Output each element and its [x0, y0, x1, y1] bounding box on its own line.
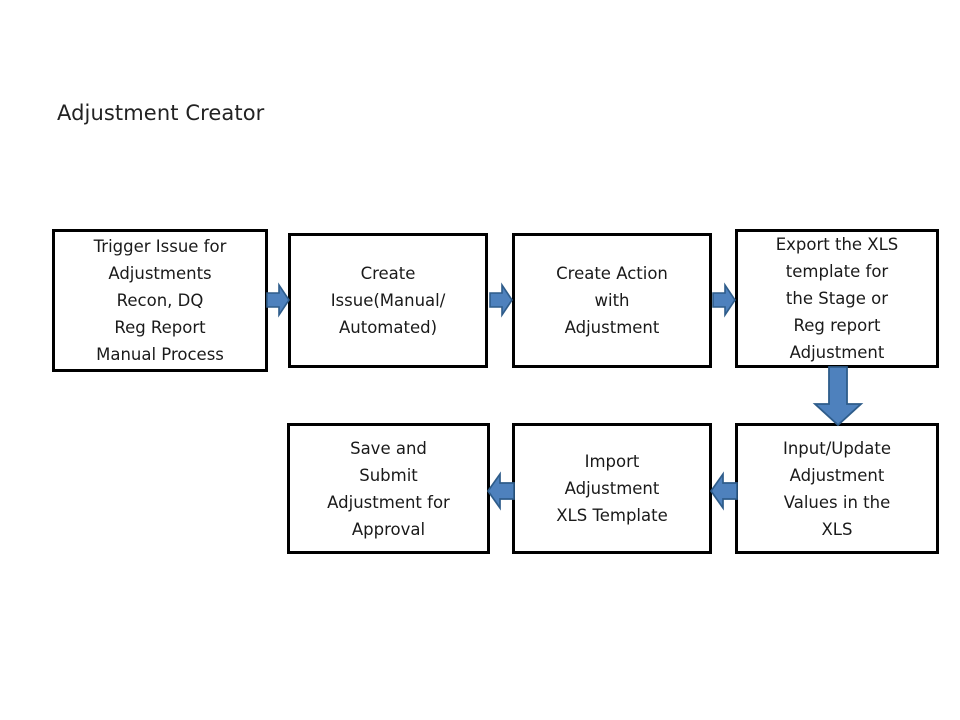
node-trigger-issue[interactable]: Trigger Issue for Adjustments Recon, DQ …	[52, 229, 268, 372]
arrow-right-icon-2	[489, 282, 513, 318]
node-input-update-values[interactable]: Input/Update Adjustment Values in the XL…	[735, 423, 939, 554]
node-label: Create Issue(Manual/ Automated)	[330, 264, 446, 337]
arrow-right-icon-1	[266, 282, 290, 318]
node-create-issue[interactable]: Create Issue(Manual/ Automated)	[288, 233, 488, 368]
node-label: Save and Submit Adjustment for Approval	[327, 438, 450, 539]
node-create-action[interactable]: Create Action with Adjustment	[512, 233, 712, 368]
node-import-xls-template[interactable]: Import Adjustment XLS Template	[512, 423, 712, 554]
node-label: Export the XLS template for the Stage or…	[775, 235, 899, 362]
node-label: Create Action with Adjustment	[556, 264, 668, 337]
node-label: Import Adjustment XLS Template	[556, 452, 668, 525]
node-save-submit-approval[interactable]: Save and Submit Adjustment for Approval	[287, 423, 490, 554]
page-title: Adjustment Creator	[57, 101, 265, 125]
arrow-left-icon-6	[486, 470, 515, 512]
arrow-right-icon-3	[712, 282, 736, 318]
node-label: Trigger Issue for Adjustments Recon, DQ …	[93, 237, 227, 364]
arrow-left-icon-5	[709, 470, 738, 512]
node-export-xls-template[interactable]: Export the XLS template for the Stage or…	[735, 229, 939, 368]
arrow-down-icon-4	[810, 366, 866, 427]
node-label: Input/Update Adjustment Values in the XL…	[782, 438, 892, 539]
